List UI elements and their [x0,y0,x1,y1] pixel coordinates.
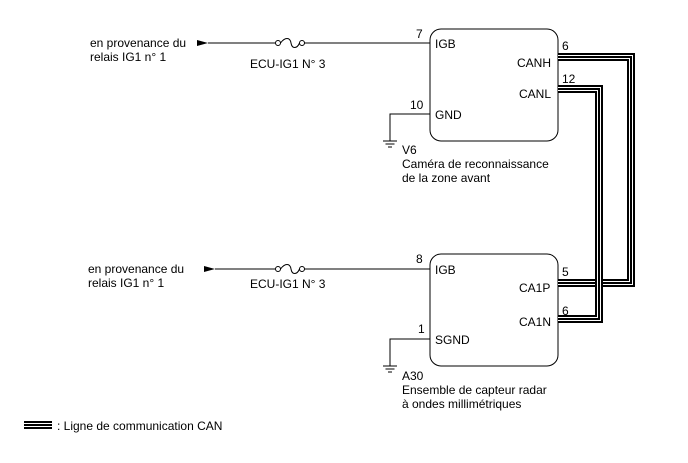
lower-source-line2: relais IG1 n° 1 [88,276,164,290]
upper-source-arrow-icon [197,40,208,46]
lower-source-arrow-icon [204,266,215,272]
lower-name-line2: à ondes millimétriques [402,397,521,411]
upper-pin-igb: 7 [416,27,423,41]
lower-pin-sgnd: 1 [418,322,425,336]
upper-label-canh: CANH [517,56,551,70]
lower-ecu-box [429,253,559,367]
upper-name-line1: Caméra de reconnaissance [402,157,549,171]
upper-label-gnd: GND [435,108,462,122]
lower-fuse-label: ECU-IG1 N° 3 [250,277,326,291]
lower-pin-ca1p: 5 [562,265,569,279]
upper-pin-gnd: 10 [410,98,424,112]
lower-label-ca1n: CA1N [519,315,551,329]
lower-name-line1: Ensemble de capteur radar [402,383,547,397]
upper-label-igb: IGB [435,37,456,51]
upper-pin-canl: 12 [562,72,576,86]
upper-label-canl: CANL [519,87,551,101]
lower-ground-icon [383,365,397,373]
upper-ground-icon [383,140,397,148]
lower-connector: A30 [402,369,424,383]
lower-fuse-icon [275,264,305,274]
can-bus-canl-ca1n [558,85,603,323]
upper-name-line2: de la zone avant [402,171,491,185]
lower-label-ca1p: CA1P [519,281,550,295]
upper-source-line2: relais IG1 n° 1 [90,50,166,64]
lower-label-sgnd: SGND [435,333,470,347]
upper-fuse-icon [275,38,305,48]
upper-connector: V6 [402,143,417,157]
can-bus-canh-ca1p [558,53,635,287]
upper-gnd-wire [389,113,430,141]
legend-text: : Ligne de communication CAN [57,419,222,433]
lower-pin-ca1n: 6 [562,304,569,318]
lower-label-igb: IGB [435,263,456,277]
lower-pin-igb: 8 [416,252,423,266]
lower-gnd-wire [389,338,430,366]
upper-pin-canh: 6 [562,39,569,53]
upper-fuse-label: ECU-IG1 N° 3 [250,57,326,71]
lower-source-line1: en provenance du [88,262,184,276]
upper-source-line1: en provenance du [90,36,186,50]
